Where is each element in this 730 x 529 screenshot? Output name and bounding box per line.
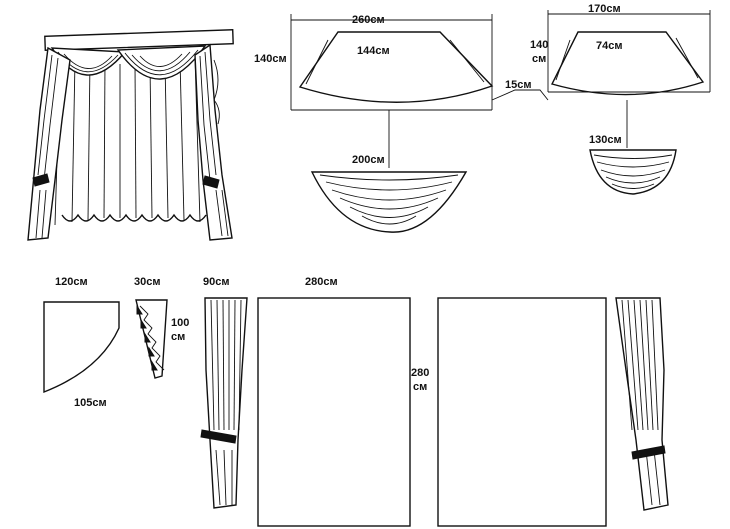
cascade-pattern <box>135 299 168 379</box>
gap-label: 15см <box>505 79 532 91</box>
large-swag-finished-label: 200см <box>352 154 385 166</box>
left-side-panel <box>200 297 248 509</box>
tulle-pleats <box>54 57 207 226</box>
small-swag-width-label: 170см <box>588 3 621 15</box>
gap-marker <box>491 89 549 101</box>
top-swags <box>50 45 207 80</box>
jabot-top-label: 120см <box>55 276 88 288</box>
tulle-height-unit: см <box>413 381 427 393</box>
small-swag-inner-label: 74см <box>596 40 623 52</box>
tulle-panel-left <box>257 297 411 527</box>
side-panel-width-label: 90см <box>203 276 230 288</box>
finished-small-swag <box>589 149 677 195</box>
cascade-height-unit: см <box>171 331 185 343</box>
tulle-height-number: 280 <box>411 367 429 379</box>
right-side-curtain <box>194 43 233 241</box>
tulle-width-label: 280см <box>305 276 338 288</box>
finished-large-swag <box>310 171 468 233</box>
left-side-curtain <box>27 46 71 241</box>
jabot-bottom-label: 105см <box>74 397 107 409</box>
cascade-width-label: 30см <box>134 276 161 288</box>
tulle-panel-right <box>437 297 607 527</box>
small-swag-height-number: 140 <box>530 39 548 51</box>
assembled-curtain-illustration <box>27 28 234 241</box>
small-swag-pattern <box>547 10 711 148</box>
large-swag-width-label: 260см <box>352 14 385 26</box>
right-side-panel <box>615 297 669 511</box>
dimension-labels: 260см 140см 144см 15см 170см 140 см 74см… <box>55 3 623 409</box>
cascade-height-number: 100 <box>171 317 189 329</box>
large-swag-inner-label: 144см <box>357 45 390 57</box>
large-swag-height-label: 140см <box>254 53 287 65</box>
small-swag-finished-label: 130см <box>589 134 622 146</box>
large-swag-pattern <box>290 14 494 168</box>
jabot-pattern <box>43 301 120 394</box>
small-swag-height-unit: см <box>532 53 546 65</box>
curtain-cornice <box>44 28 234 52</box>
